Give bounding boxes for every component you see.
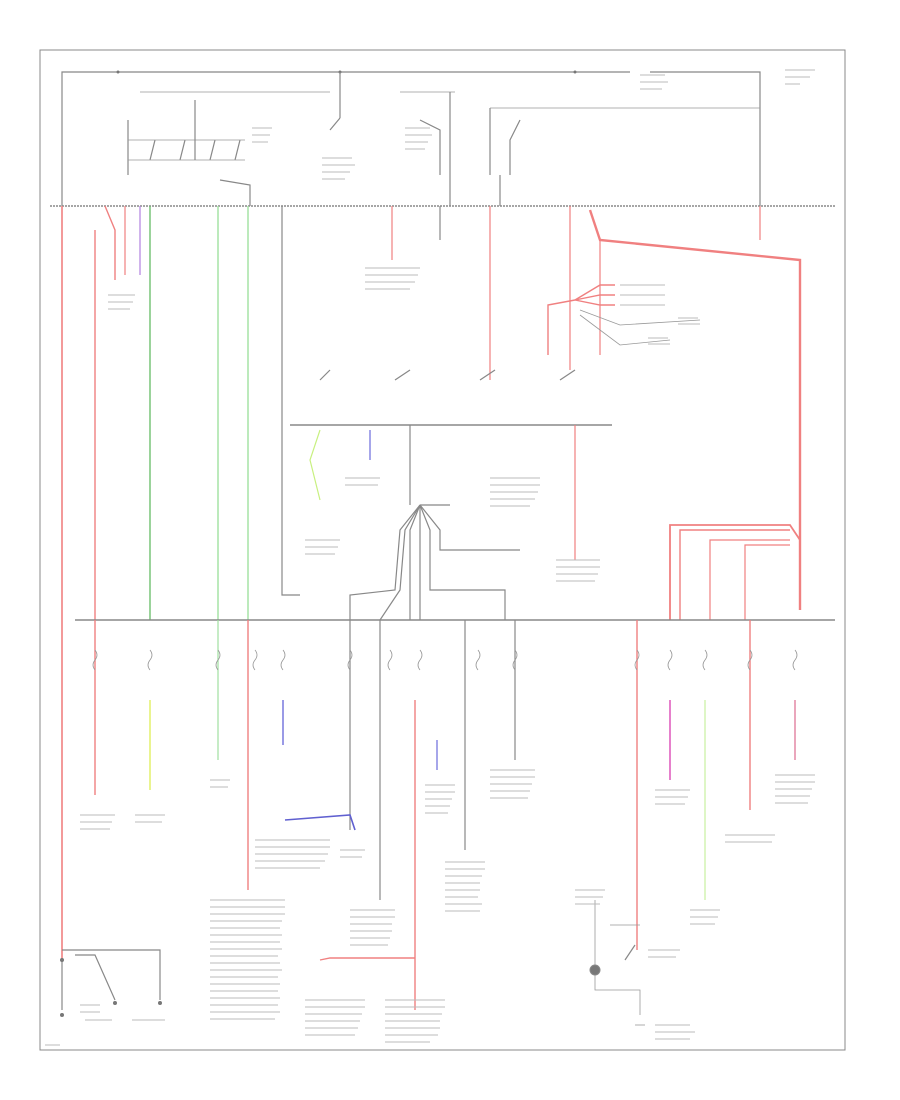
bottom-right-relay	[589, 900, 645, 1026]
center-branch-wires	[391, 206, 802, 610]
right-red-feeds	[669, 524, 801, 620]
ground-icon	[60, 1013, 64, 1017]
fuse-icon	[417, 649, 423, 671]
fuse-icon	[387, 649, 393, 671]
fuse-icon	[634, 649, 640, 671]
fuse-icon	[347, 649, 353, 671]
fuse-icon	[147, 649, 153, 671]
fuse-icon	[280, 649, 286, 671]
fuse-icon	[667, 649, 673, 671]
top-power-lines	[61, 70, 761, 206]
center-harness	[349, 504, 520, 621]
fuse-icon	[792, 649, 798, 671]
fuse-icon	[92, 649, 98, 671]
ignition-switch-contacts	[127, 72, 521, 206]
diagram-frame	[39, 49, 846, 1051]
ignition-switch-mid	[290, 369, 612, 560]
fuse-icon	[702, 649, 708, 671]
fuse-icon	[512, 649, 518, 671]
battery-starter-area	[60, 949, 162, 1017]
left-branch-wires	[94, 205, 300, 620]
right-harness	[547, 284, 701, 355]
fuse-icon	[475, 649, 481, 671]
fuse-icon	[252, 649, 258, 671]
fuse-down-wires	[94, 620, 796, 1010]
fuse-symbols	[92, 649, 798, 671]
label-blocks	[45, 69, 815, 1046]
fuse-icon	[215, 649, 221, 671]
fuse-icon	[747, 649, 753, 671]
